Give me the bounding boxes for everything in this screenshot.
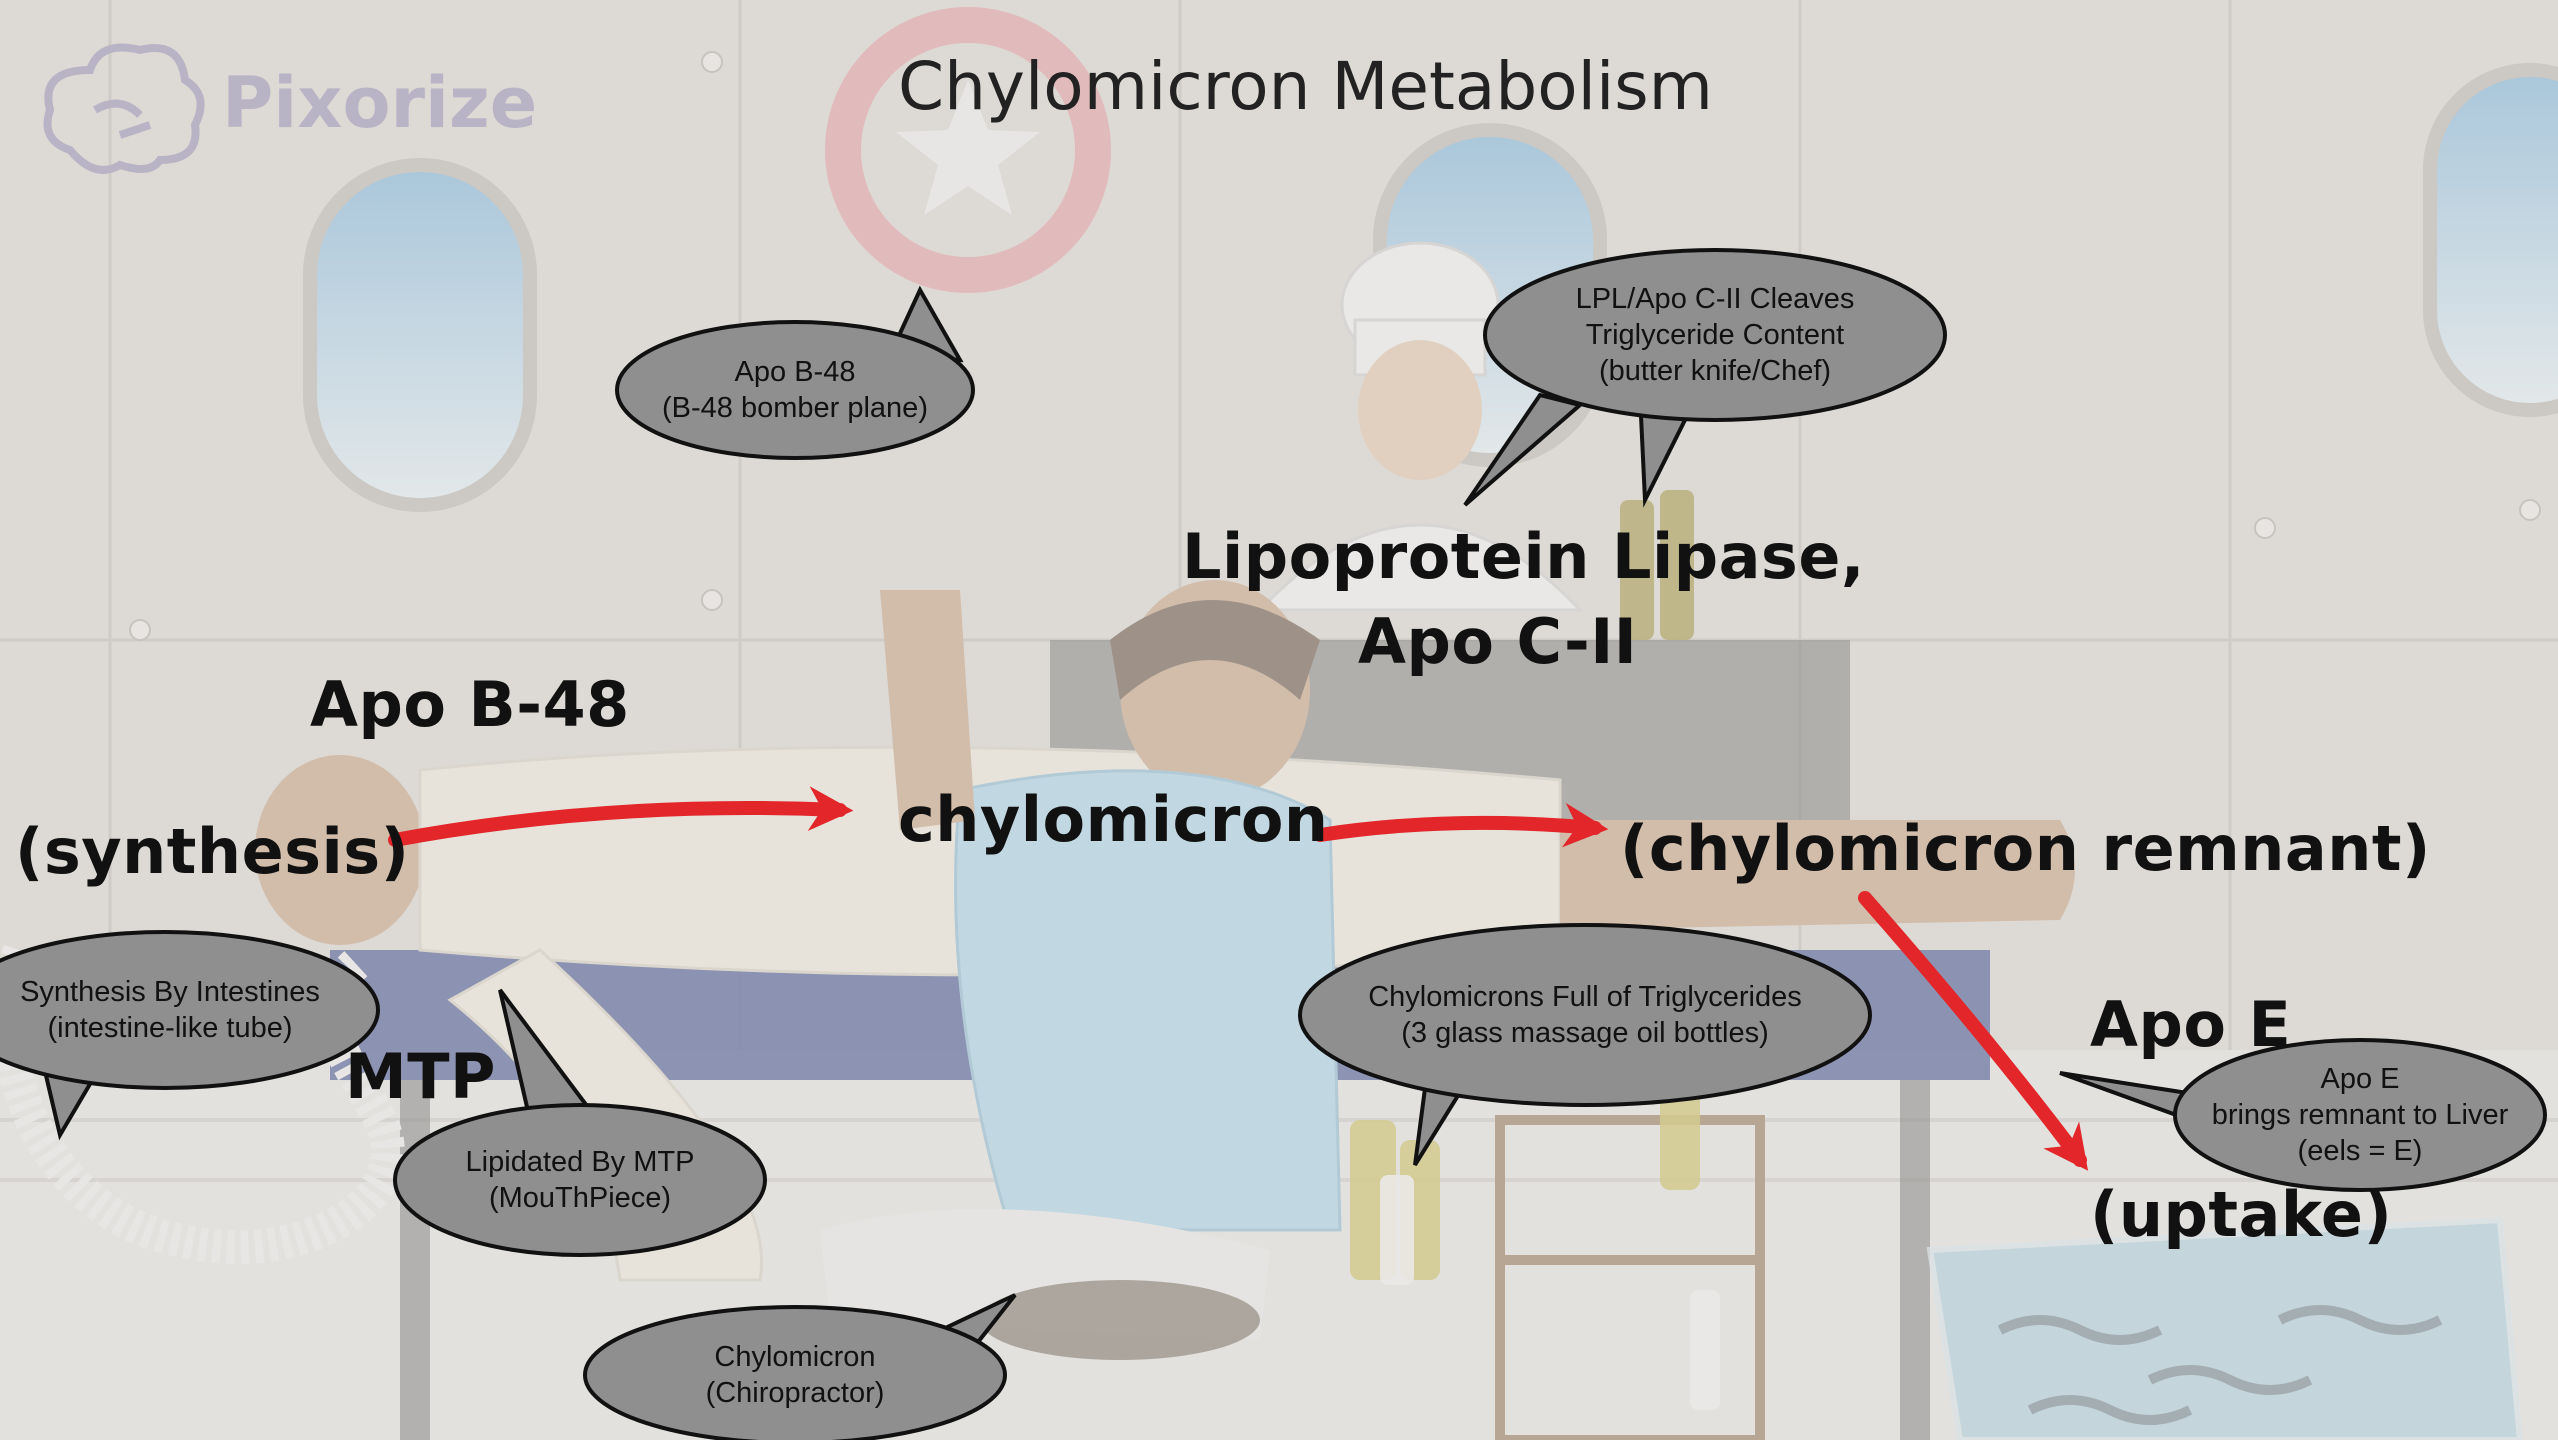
label-chylomicron: chylomicron — [898, 783, 1329, 856]
window-right — [2423, 63, 2558, 417]
label-apo-e: Apo E — [2090, 988, 2292, 1061]
stool — [980, 1280, 1260, 1360]
bubble-chiropractor-line-1: Chylomicron — [714, 1341, 876, 1373]
label-mtp: MTP — [345, 1040, 496, 1113]
bubble-apo-b48-line-2: (B-48 bomber plane) — [662, 392, 928, 424]
eel-tank — [1926, 1216, 2524, 1440]
oil-cart — [1495, 1115, 1765, 1440]
bubble-chylomicron-full-line-2: (3 glass massage oil bottles) — [1401, 1017, 1769, 1049]
bubble-apo-e-line-2: brings remnant to Liver — [2211, 1099, 2509, 1131]
arrow-remnant-to-uptake — [1858, 891, 2089, 1171]
bubble-lpl-line-1: LPL/Apo C-II Cleaves — [1575, 283, 1855, 315]
bubble-mtp: Lipidated By MTP (MouThPiece) — [395, 1105, 765, 1255]
brain-cloud-icon — [43, 43, 205, 174]
bubble-chiropractor-shape — [583, 1293, 1017, 1440]
label-chylomicron-remnant: (chylomicron remnant) — [1620, 812, 2431, 885]
bubble-synthesis-line-2: (intestine-like tube) — [47, 1012, 293, 1044]
star-roundel-icon — [825, 7, 1111, 293]
bubble-mtp-line-1: Lipidated By MTP — [465, 1146, 695, 1178]
oil-bottles-counter — [1620, 490, 1694, 640]
bubble-mtp-shape — [393, 988, 767, 1257]
bubble-chiropractor: Chylomicron (Chiropractor) — [585, 1307, 1005, 1440]
bubble-lpl-shape — [1463, 248, 1947, 508]
bubble-chylomicron-full-shape — [1298, 923, 1872, 1167]
bubble-chylomicron-full-line-1: Chylomicrons Full of Triglycerides — [1368, 981, 1802, 1013]
arrow-chylomicron-to-remnant — [1313, 802, 1609, 848]
label-lipoprotein-lipase: Lipoprotein Lipase, — [1182, 520, 1865, 593]
bubble-chiropractor-line-2: (Chiropractor) — [705, 1377, 885, 1409]
process-arrows — [388, 786, 2089, 1171]
pixorize-logo-text: Pixorize — [222, 62, 538, 144]
arrow-synthesis-to-chylomicron — [388, 786, 854, 847]
bubble-mtp-line-2: (MouThPiece) — [488, 1182, 672, 1214]
bubble-synthesis: Synthesis By Intestines (intestine-like … — [0, 932, 340, 1088]
bubble-chylomicron-full: Chylomicrons Full of Triglycerides (3 gl… — [1300, 925, 1870, 1105]
label-uptake: (uptake) — [2090, 1178, 2393, 1251]
speech-bubbles — [0, 248, 2547, 1440]
label-synthesis: (synthesis) — [15, 815, 410, 888]
bubble-apo-e-line-1: Apo E — [2320, 1063, 2400, 1095]
chef-figure — [1256, 241, 1584, 612]
bubble-lpl-line-3: (butter knife/Chef) — [1598, 355, 1832, 387]
bubble-synthesis-shape — [0, 930, 380, 1141]
bubble-apo-b48-line-1: Apo B-48 — [734, 356, 856, 388]
window-left — [303, 158, 537, 512]
bubble-apo-e: Apo E brings remnant to Liver (eels = E) — [2175, 1040, 2545, 1190]
bubble-lpl: LPL/Apo C-II Cleaves Triglyceride Conten… — [1485, 250, 1945, 420]
bubble-apo-e-shape — [2059, 1038, 2547, 1192]
label-apo-b48: Apo B-48 — [310, 668, 630, 741]
bubble-lpl-line-2: Triglyceride Content — [1585, 319, 1845, 351]
bubble-synthesis-line-1: Synthesis By Intestines — [20, 976, 320, 1008]
page-title: Chylomicron Metabolism — [898, 48, 1713, 125]
label-apo-c2: Apo C-II — [1358, 605, 1638, 678]
bubble-apo-b48-shape — [615, 285, 975, 460]
bubble-apo-e-line-3: (eels = E) — [2297, 1135, 2423, 1167]
bubble-apo-b48: Apo B-48 (B-48 bomber plane) — [617, 322, 973, 458]
